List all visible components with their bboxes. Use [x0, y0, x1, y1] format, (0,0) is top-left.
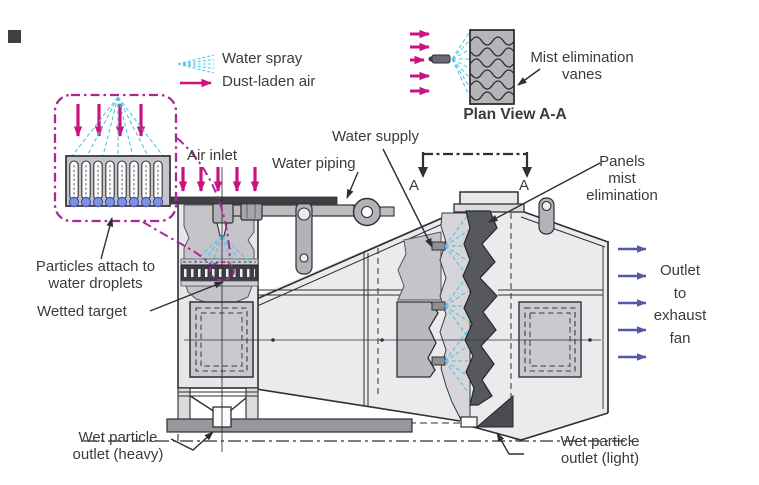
water-spray-icon: [177, 54, 215, 74]
base-skid: [166, 418, 413, 433]
spray-nozzle: [431, 356, 446, 366]
particles-attach-label: Particles attach to water droplets: [35, 258, 156, 292]
inset-dust-arrows: [73, 104, 146, 137]
water-supply-leader: [382, 148, 433, 248]
wetted-target-leader: [149, 281, 224, 312]
corner-mark: [8, 30, 21, 43]
plan-view-aa: [410, 29, 515, 105]
section-a-left: A: [408, 177, 419, 194]
panels-mist-elimination-label: Panels mist elimination: [586, 153, 658, 204]
spray-inset-callout: [53, 93, 235, 281]
plan-view-nozzle: [431, 54, 451, 64]
top-plate: [170, 196, 338, 205]
centerlines: [184, 167, 601, 452]
outlet-exhaust-fan-label: Outlet to exhaust fan: [653, 262, 707, 347]
outlet-flow-arrows: [618, 245, 647, 361]
access-door-middle: [396, 301, 439, 378]
water-piping-label: Water piping: [272, 155, 356, 172]
legend-dust-laden-air-label: Dust-laden air: [222, 73, 316, 90]
water-supply-label: Water supply: [332, 128, 419, 145]
spray-channel: [431, 212, 471, 427]
mist-elimination-vanes-label: Mist elimination vanes: [530, 49, 634, 83]
roof-bracket-right: [538, 197, 555, 235]
air-inlet-label: Air inlet: [187, 147, 238, 164]
roof-bracket-left: [295, 201, 313, 275]
spray-nozzle: [431, 301, 446, 311]
legend-water-spray-label: Water spray: [222, 50, 303, 67]
inset-spray-lines: [71, 96, 164, 157]
plan-view-caption: Plan View A-A: [463, 106, 567, 123]
plan-view-spray-fan: [451, 32, 470, 96]
access-door-left: [189, 301, 254, 378]
panels-leader: [488, 162, 601, 223]
access-door-right: [518, 301, 582, 378]
air-inlet-arrows: [178, 167, 260, 192]
scrubber-body: [249, 191, 609, 441]
water-piping-leader: [346, 171, 359, 199]
pin-centerlines: [73, 165, 159, 197]
pipe-flange: [352, 197, 395, 227]
light-outlet-port: [460, 416, 478, 428]
wet-particle-outlet-heavy-label: Wet particle outlet (heavy): [72, 429, 164, 463]
section-marker-aa: [418, 152, 532, 178]
water-droplets: [68, 196, 164, 208]
leader-arrows: [100, 68, 601, 455]
plan-view-dust-arrows: [410, 29, 430, 96]
water-spray-fans: [444, 214, 469, 393]
vane-waves: [470, 36, 515, 101]
particles-leader: [100, 217, 114, 260]
section-a-right: A: [518, 177, 529, 194]
target-highlight-circle: [209, 261, 235, 281]
light-outlet-leader: [496, 432, 524, 455]
spray-nozzle: [431, 241, 446, 251]
vanes-leader: [517, 68, 541, 86]
tower-cap: [459, 191, 519, 206]
heavy-outlet-leader: [170, 431, 214, 451]
wet-particle-outlet-light-label: Wet particle outlet (light): [560, 433, 640, 467]
mist-elimination-panel: [460, 210, 514, 428]
wetted-target-label: Wetted target: [37, 303, 127, 320]
